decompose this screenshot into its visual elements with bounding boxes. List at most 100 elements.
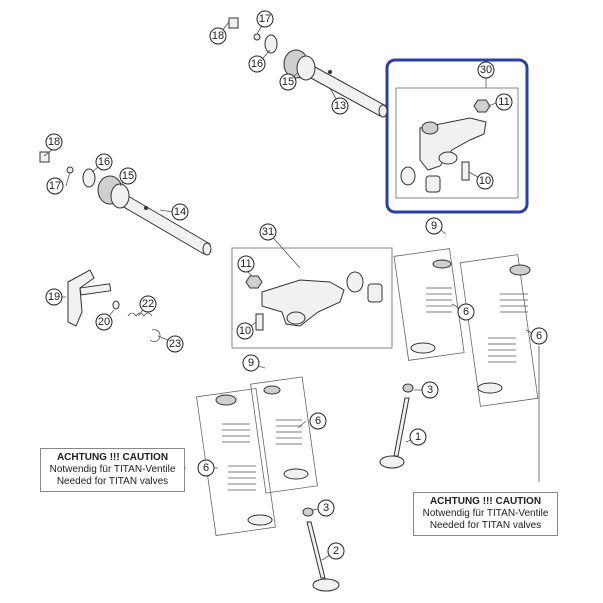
callout-9[interactable]: 9 [242,354,260,372]
screw-10-a [461,161,470,181]
caution-line-en: Needed for TITAN valves [56,476,169,487]
rocker-arm-31 [261,279,345,327]
callout-14[interactable]: 14 [171,203,189,221]
caution-line-de: Notwendig für TITAN-Ventile [49,464,176,475]
svg-text:15: 15 [122,170,134,182]
callout-17[interactable]: 17 [256,10,274,28]
callout-3[interactable]: 3 [421,381,439,399]
nut-11-b [245,275,263,289]
svg-text:18: 18 [212,30,224,42]
valve-1 [379,383,414,469]
roller-31 [346,271,383,303]
svg-text:6: 6 [463,306,469,318]
svg-text:6: 6 [315,415,321,427]
callout-23[interactable]: 23 [166,335,184,353]
callout-6[interactable]: 6 [457,303,475,321]
highlighted-assembly-frame[interactable] [385,58,529,214]
spring-stack-c [263,385,309,480]
svg-text:16: 16 [251,58,263,70]
callout-9[interactable]: 9 [425,217,443,235]
svg-text:14: 14 [174,206,186,218]
clip-23 [149,329,161,342]
assembly-31-panel [231,247,393,349]
callout-31[interactable]: 31 [259,223,277,241]
svg-text:3: 3 [323,502,329,514]
svg-text:17: 17 [259,13,271,25]
bolt-18-a [228,17,239,29]
decompressor-shaft-19 [67,269,112,327]
spring-stack-a [410,259,452,354]
callout-16[interactable]: 16 [95,153,113,171]
o-ring-16-b [82,168,96,188]
spring-panel-b [459,254,539,407]
caution-note-right: ACHTUNG !!! CAUTION Notwendig für TITAN-… [413,492,558,536]
callout-11[interactable]: 11 [495,93,513,111]
svg-text:6: 6 [536,330,542,342]
callout-19[interactable]: 19 [45,288,63,306]
nut-11-a [473,99,491,113]
o-ring-16-a [264,34,278,54]
valve-2 [302,507,340,592]
spring-stack-d [215,394,273,526]
svg-text:9: 9 [431,220,437,232]
svg-text:11: 11 [240,258,251,270]
callout-20[interactable]: 20 [95,313,113,331]
caution-line-en: Needed for TITAN valves [429,520,542,531]
svg-text:1: 1 [415,431,421,443]
ring-20 [112,300,120,310]
caution-heading: ACHTUNG !!! CAUTION [56,452,169,463]
callout-16[interactable]: 16 [248,55,266,73]
callout-11[interactable]: 11 [237,255,255,273]
bearing-15-b [97,175,130,209]
washer-17-a [253,33,261,41]
callout-6[interactable]: 6 [309,412,327,430]
svg-text:20: 20 [98,316,110,328]
callout-1[interactable]: 1 [409,428,427,446]
svg-text:3: 3 [427,384,433,396]
callout-15[interactable]: 15 [279,73,297,91]
callout-15[interactable]: 15 [119,167,137,185]
callout-10[interactable]: 10 [236,322,254,340]
callout-22[interactable]: 22 [139,295,157,313]
svg-text:23: 23 [169,338,181,350]
callout-17[interactable]: 17 [46,177,64,195]
caution-heading: ACHTUNG !!! CAUTION [429,496,542,507]
callout-3[interactable]: 3 [317,499,335,517]
svg-text:16: 16 [98,156,110,168]
callout-2[interactable]: 2 [327,542,345,560]
svg-text:30: 30 [480,64,492,76]
rocker-shaft-14 [121,195,212,256]
rocker-arm-30 [419,117,487,171]
assembly-30-panel [395,87,519,199]
spring-panel-c [250,376,318,494]
svg-text:6: 6 [203,462,209,474]
svg-text:13: 13 [334,100,346,112]
callout-6[interactable]: 6 [530,327,548,345]
callout-30[interactable]: 30 [477,61,495,79]
screw-10-b [255,313,264,331]
svg-text:15: 15 [282,76,294,88]
callout-18[interactable]: 18 [209,27,227,45]
spring-stack-b [477,264,531,394]
bearing-15-a [283,49,316,81]
svg-text:22: 22 [142,298,154,310]
svg-text:10: 10 [239,325,251,337]
callout-6[interactable]: 6 [197,459,215,477]
roller-30 [400,166,441,193]
callout-10[interactable]: 10 [476,172,494,190]
caution-note-left: ACHTUNG !!! CAUTION Notwendig für TITAN-… [40,448,185,492]
svg-text:17: 17 [49,180,61,192]
svg-text:11: 11 [498,96,509,108]
callout-18[interactable]: 18 [45,133,63,151]
svg-text:2: 2 [333,545,339,557]
callout-13[interactable]: 13 [331,97,349,115]
svg-text:9: 9 [248,357,254,369]
bolt-18-b [39,151,50,163]
caution-line-de: Notwendig für TITAN-Ventile [422,508,549,519]
spring-panel-a [393,248,465,361]
svg-text:31: 31 [262,226,274,238]
svg-text:10: 10 [479,175,491,187]
svg-text:18: 18 [48,136,60,148]
